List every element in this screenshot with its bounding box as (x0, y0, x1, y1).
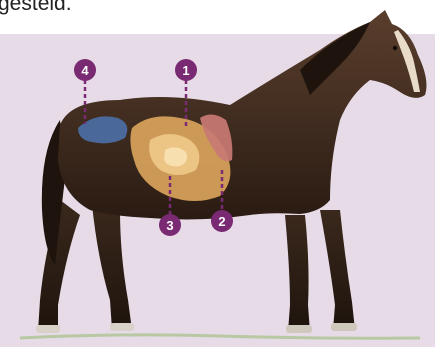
marker-2-label: 2 (218, 214, 225, 229)
marker-2: 2 (211, 210, 233, 232)
marker-3: 3 (159, 214, 181, 236)
marker-1: 1 (175, 59, 197, 81)
marker-1-label: 1 (182, 63, 189, 78)
horse-body (58, 10, 426, 219)
front-legs (285, 210, 355, 332)
marker-4-label: 4 (81, 63, 89, 78)
marker-3-label: 3 (166, 218, 173, 233)
ground-grass (20, 335, 420, 338)
eye (393, 46, 397, 50)
marker-4: 4 (74, 59, 96, 81)
